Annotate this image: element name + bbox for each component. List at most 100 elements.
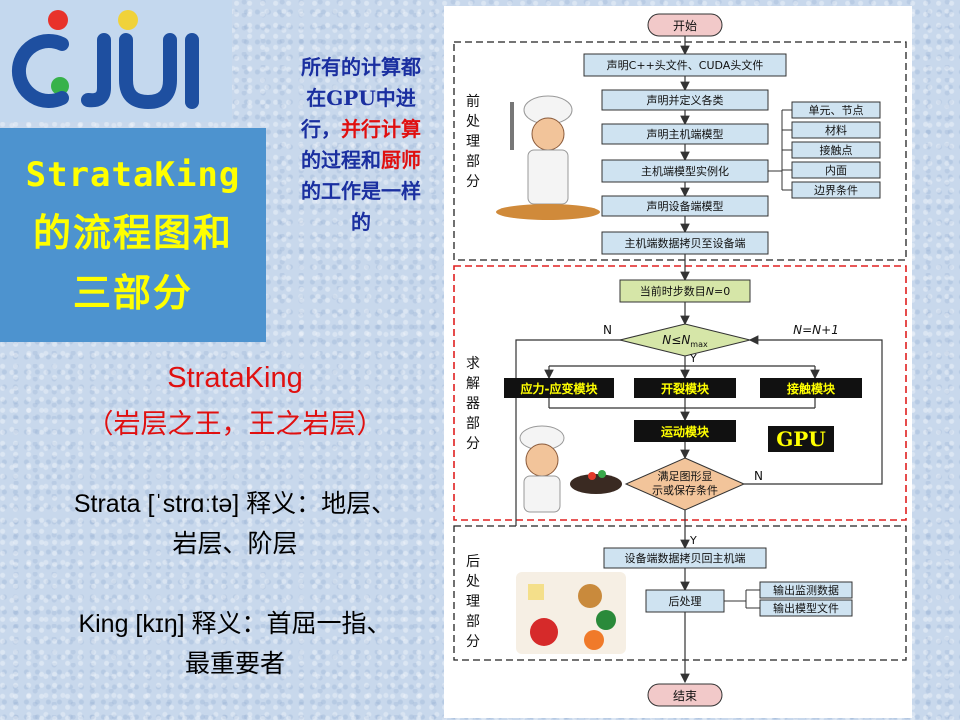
model-part-0 [791,101,881,119]
output-monitor-data [759,581,853,599]
loop-condition-diamond [619,323,751,357]
module-contact [760,378,862,398]
loop-condition-label: N≤Nmax [662,333,708,349]
display-yes-label: Y [689,534,697,547]
chef-pre-icon [496,95,600,220]
note-part-5: 的工作是一样的 [301,179,421,234]
module-0-label: 应力-应变模块 [521,381,599,396]
chef-solver-icon [519,425,622,513]
model-part-2-label: 接触点 [820,143,853,157]
title-box: StrataKing 的流程图和 三部分 [0,128,266,342]
svg-text:分: 分 [466,436,480,452]
model-part-0-label: 单元、节点 [809,104,864,117]
model-part-4 [791,181,881,199]
display-condition-diamond [624,457,746,511]
solver-section-frame [453,265,907,521]
pre-step-1-label: 声明并定义各类 [647,93,724,107]
flowchart: 前 处 理 部 分 求 解 器 部 分 后 处 理 部 分 [453,13,907,707]
gpu-badge-label: GPU [776,427,826,451]
solver-init-box [619,279,751,303]
output-1-label: 输出模型文件 [773,601,839,615]
svg-text:处: 处 [466,114,480,130]
pre-step-0-label: 声明C++头文件、CUDA头文件 [607,58,764,72]
model-part-1-label: 材料 [825,123,847,137]
module-2-label: 接触模块 [787,381,836,396]
svg-text:理: 理 [466,134,480,150]
gpu-note: 所有的计算都在GPU中进行，并行计算的过程和厨师的工作是一样的 [296,52,426,238]
model-part-3-label: 内面 [825,163,847,177]
main-connectors [544,36,820,684]
increment-label: N=N+1 [793,323,839,337]
pre-section-label: 前 处 理 部 分 [466,93,480,190]
solver-init-label: 当前时步数目N=0 [640,284,730,298]
strata-line-2: 岩层、阶层 [172,530,298,558]
title-line-3: 三部分 [72,271,193,315]
solver-section-label: 求 解 器 部 分 [466,356,480,452]
title-line-2: 的流程图和 [32,211,233,255]
output-0-label: 输出监测数据 [773,583,839,597]
strataking-subtitle: （岩层之王，王之岩层） [86,409,384,440]
module-motion [634,420,736,442]
model-part-2 [791,141,881,159]
loop-connectors [515,335,883,526]
display-condition-line-1: 满足图形显 [658,470,713,483]
module-motion-label: 运动模块 [661,424,710,439]
king-line-1: King [kɪŋ] 释义：首屈一指、 [78,610,392,638]
food-plate-icon [516,572,626,654]
pre-step-5-label: 主机端数据拷贝至设备端 [625,236,746,250]
model-part-4-label: 边界条件 [814,183,858,197]
loop-yes-label: Y [689,352,697,365]
logo [0,0,232,122]
svg-text:后: 后 [466,554,480,570]
cjtu-logo-icon [12,10,199,110]
strata-line-1: Strata [ˈstrɑːtə] 释义：地层、 [73,490,397,518]
svg-text:部: 部 [466,614,480,630]
pre-step-4-label: 声明设备端模型 [647,199,724,213]
display-condition-line-2: 示或保存条件 [652,483,718,497]
post-process-label: 后处理 [669,595,702,608]
svg-text:分: 分 [466,634,480,650]
module-fracture [634,378,736,398]
strata-definition: Strata [ˈstrɑːtə] 释义：地层、 岩层、阶层 [10,484,460,564]
end-node [647,683,723,707]
post-copy-back-label: 设备端数据拷贝回主机端 [625,551,746,565]
svg-text:部: 部 [466,416,480,432]
start-label: 开始 [673,19,697,33]
pre-step-1 [601,89,769,111]
king-definition: King [kɪŋ] 释义：首屈一指、 最重要者 [10,604,460,684]
model-part-connectors [768,109,792,191]
pre-step-2 [601,123,769,145]
svg-text:解: 解 [466,376,480,392]
pre-step-4 [601,195,769,217]
pre-section-frame [453,41,907,261]
svg-text:求: 求 [466,356,480,372]
svg-text:部: 部 [466,154,480,170]
display-no-label: N [754,469,763,483]
note-part-1: 所有的计算都在GPU中进行， [301,55,421,141]
pre-step-5 [601,231,769,255]
post-section-label: 后 处 理 部 分 [466,554,480,650]
end-label: 结束 [673,689,697,703]
note-part-3: 的过程和 [301,148,381,172]
pre-step-2-label: 声明主机端模型 [647,127,724,141]
strataking-name: StrataKing [167,362,303,394]
pre-step-3-label: 主机端模型实例化 [641,164,729,178]
flowchart-panel: 前 处 理 部 分 求 解 器 部 分 后 处 理 部 分 [444,6,912,718]
gpu-badge [768,426,834,452]
svg-text:理: 理 [466,594,480,610]
pre-step-0 [583,53,787,77]
module-1-label: 开裂模块 [661,381,710,396]
svg-text:器: 器 [466,396,480,412]
svg-text:处: 处 [466,574,480,590]
svg-text:前: 前 [466,93,480,110]
note-part-4: 厨师 [381,148,421,172]
output-connectors [724,589,760,609]
svg-text:分: 分 [466,174,480,190]
post-section-frame [453,525,907,661]
model-part-1 [791,121,881,139]
loop-no-label: N [603,323,612,337]
model-part-3 [791,161,881,179]
post-copy-back [603,547,767,569]
output-model-file [759,599,853,617]
title-line-1: StrataKing [25,155,241,195]
